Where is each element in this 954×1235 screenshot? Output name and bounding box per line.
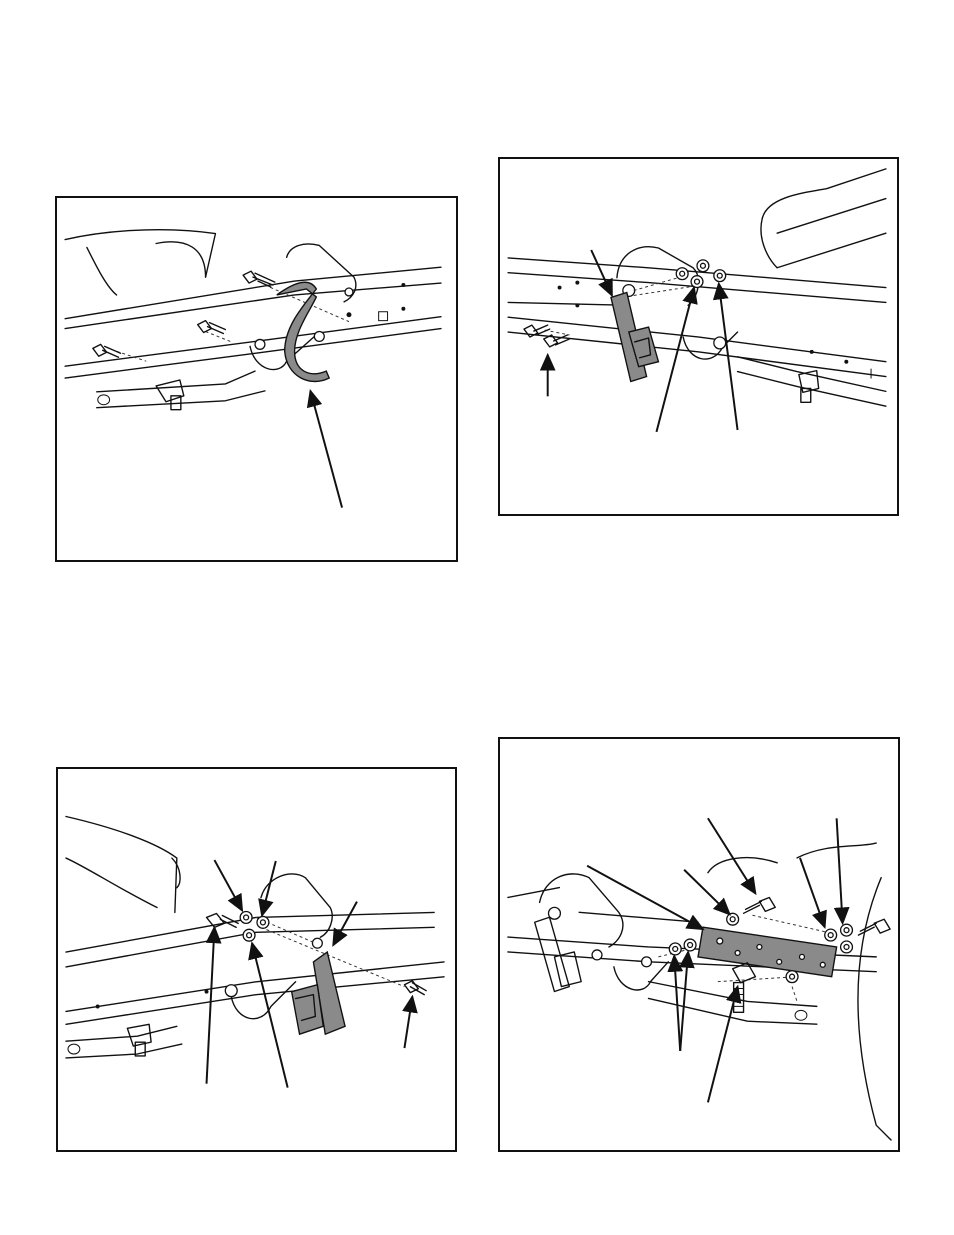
nut-icon	[243, 929, 255, 941]
bolt-icon	[524, 325, 550, 337]
figure-4-frame	[498, 737, 900, 1152]
bolt-icon	[198, 321, 226, 334]
nut-icon	[240, 912, 252, 924]
bolt-icon	[404, 981, 426, 995]
figure-2-illustration	[500, 159, 897, 514]
nut-icon	[841, 941, 853, 953]
nut-icon	[727, 913, 739, 925]
figure-4-illustration	[500, 739, 898, 1150]
stud-icon	[733, 963, 756, 1013]
figure-1-illustration	[57, 198, 456, 560]
nut-icon	[257, 916, 269, 928]
bolt-icon	[243, 271, 275, 287]
bolt-icon	[858, 919, 890, 935]
nut-icon	[841, 924, 853, 936]
nut-icon	[786, 971, 798, 983]
bolt-icon	[744, 897, 776, 913]
figure-3-illustration	[58, 769, 455, 1150]
nut-icon	[669, 943, 681, 955]
figure-2-frame	[498, 157, 899, 516]
nut-icon	[684, 939, 696, 951]
nut-icon	[691, 276, 703, 288]
nut-icon	[714, 270, 726, 282]
nut-icon	[825, 929, 837, 941]
bolt-icon	[93, 344, 121, 357]
nut-icon	[676, 268, 688, 280]
mounting-plate-icon	[698, 927, 837, 977]
figure-1-frame	[55, 196, 458, 562]
figure-3-frame	[56, 767, 457, 1152]
nut-icon	[697, 260, 709, 272]
